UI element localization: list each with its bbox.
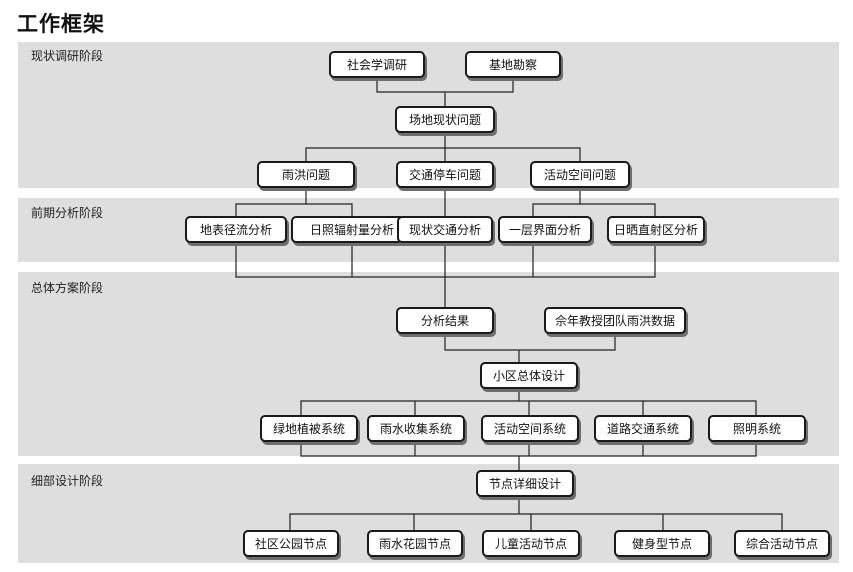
connector-merge [235, 243, 656, 307]
stage-label-survey: 现状调研阶段 [31, 49, 104, 63]
node-kids-activity: 儿童活动节点 [482, 530, 580, 557]
page-title: 工作框架 [17, 12, 105, 36]
node-rain-collection-system: 雨水收集系统 [367, 415, 465, 442]
node-road-traffic-system: 道路交通系统 [594, 415, 692, 442]
stage-label-scheme: 总体方案阶段 [31, 281, 104, 295]
node-fitness: 健身型节点 [614, 530, 710, 557]
node-runoff-analysis: 地表径流分析 [185, 216, 287, 243]
connector-systems [300, 389, 757, 415]
connector-flood [235, 188, 353, 216]
node-ground-floor-analysis: 一层界面分析 [498, 216, 592, 243]
connector-overall [444, 334, 616, 362]
node-parking-issue: 交通停车问题 [396, 161, 494, 188]
node-analysis-result: 分析结果 [396, 307, 494, 334]
node-lighting-system: 照明系统 [708, 415, 806, 442]
node-community-park: 社区公园节点 [243, 530, 339, 557]
node-rain-garden: 雨水花园节点 [367, 530, 463, 557]
node-site-issues: 场地现状问题 [395, 106, 495, 133]
node-overall-design: 小区总体设计 [480, 362, 578, 389]
connector-nodes [289, 497, 783, 530]
node-green-system: 绿地植被系统 [260, 415, 358, 442]
node-detail-design: 节点详细设计 [476, 470, 574, 497]
connector-survey [376, 78, 514, 93]
node-multi-activity: 综合活动节点 [734, 530, 830, 557]
stage-label-detail: 细部设计阶段 [31, 474, 104, 488]
connector-systems-merge [300, 442, 757, 470]
node-site-exploration: 基地勘察 [465, 51, 561, 78]
node-activity-space-issue: 活动空间问题 [530, 161, 630, 188]
connector-activity [532, 188, 656, 216]
node-flood-issue: 雨洪问题 [257, 161, 355, 188]
stage-label-analysis: 前期分析阶段 [31, 206, 104, 220]
node-traffic-analysis: 现状交通分析 [397, 216, 493, 243]
node-survey: 社会学调研 [329, 51, 425, 78]
connector-issues-split [305, 133, 581, 161]
node-flood-data: 佘年教授团队雨洪数据 [544, 307, 686, 334]
node-activity-space-system: 活动空间系统 [481, 415, 579, 442]
node-sunlight-analysis: 日照辐射量分析 [291, 216, 413, 243]
node-direct-sun-analysis: 日晒直射区分析 [607, 216, 705, 243]
